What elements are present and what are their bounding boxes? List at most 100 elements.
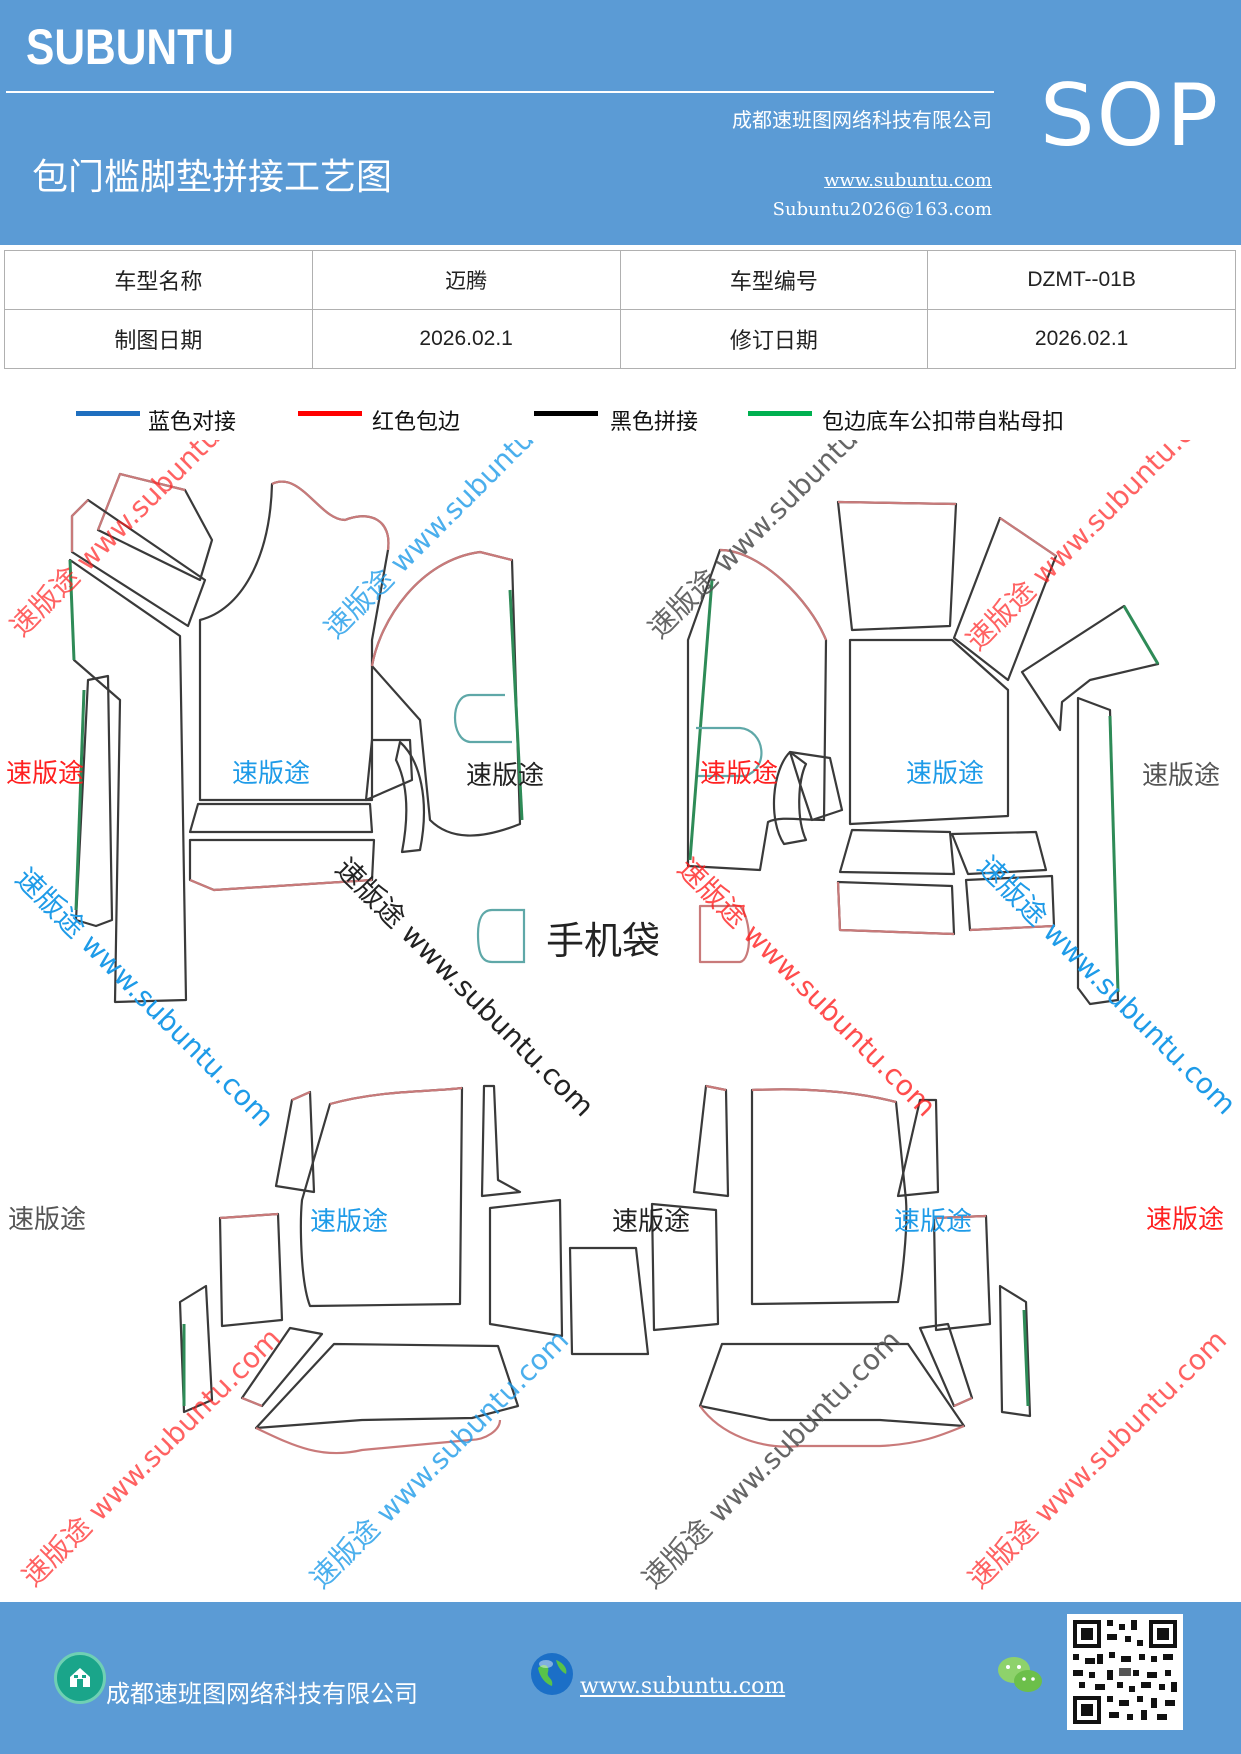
mat-piece xyxy=(848,638,1010,826)
wechat-icon[interactable] xyxy=(996,1654,1044,1698)
footer-company-name: 成都速班图网络科技有限公司 xyxy=(106,1680,418,1708)
sop-label: SOP xyxy=(1040,66,1221,166)
watermark-brand: 速版途 xyxy=(894,1207,972,1237)
mat-piece xyxy=(836,880,956,936)
watermark-brand: 速版途 xyxy=(906,759,984,789)
watermark-brand: 速版途 xyxy=(1146,1205,1224,1235)
mat-piece xyxy=(650,1202,720,1332)
mat-piece xyxy=(698,1342,966,1448)
watermark-brand: 速版途 xyxy=(1142,761,1220,791)
watermark-diagonals: 速版途 www.subuntu.com 速版途 www.subuntu.com … xyxy=(4,440,1241,1595)
phone-pocket-outline xyxy=(696,726,763,778)
legend-swatch xyxy=(534,411,598,416)
mat-piece xyxy=(240,1326,324,1408)
email-address: Subuntu2026@163.com xyxy=(772,199,992,220)
revision-date-value: 2026.02.1 xyxy=(927,309,1236,369)
legend-label: 黑色拼接 xyxy=(610,410,699,435)
model-name-value: 迈腾 xyxy=(311,250,621,310)
house-icon xyxy=(54,1652,106,1704)
info-table: 车型名称 迈腾 车型编号 DZMT--01B 制图日期 2026.02.1 修订… xyxy=(4,250,1236,369)
watermark-brand: 速版途 xyxy=(8,1205,86,1235)
table-row: 车型名称 迈腾 车型编号 DZMT--01B xyxy=(4,250,1236,310)
qr-code xyxy=(1067,1614,1183,1730)
mat-piece xyxy=(836,500,958,632)
table-row: 制图日期 2026.02.1 修订日期 2026.02.1 xyxy=(4,309,1236,369)
model-name-label: 车型名称 xyxy=(4,250,313,310)
watermark-text: 速版途 www.subuntu.com xyxy=(971,850,1241,1122)
brand-logo: SUBUNTU xyxy=(26,19,234,75)
legend-swatch xyxy=(76,411,140,416)
watermark-brand: 速版途 xyxy=(232,759,310,789)
mat-piece xyxy=(998,1284,1032,1418)
watermark-text: 速版途 www.subuntu.com xyxy=(329,852,601,1124)
mat-piece xyxy=(254,1342,520,1455)
legend: 蓝色对接 红色包边 黑色拼接 包边底车公扣带自粘母扣 xyxy=(0,404,1241,444)
company-name: 成都速班图网络科技有限公司 xyxy=(732,108,992,132)
watermark-layer: 速版途 速版途 速版途 速版途 速版途 速版途 速版途 速版途 速版途 速版途 … xyxy=(6,759,1224,1237)
watermark-brand: 速版途 xyxy=(310,1207,388,1237)
legend-label: 包边底车公扣带自粘母扣 xyxy=(822,410,1065,435)
mat-piece xyxy=(178,1284,214,1414)
mat-piece xyxy=(299,1086,464,1308)
footer-website-link[interactable]: www.subuntu.com xyxy=(580,1674,786,1699)
mat-piece xyxy=(692,1084,730,1198)
mat-piece xyxy=(686,548,828,872)
mat-piece xyxy=(218,1212,284,1328)
watermark-text: 速版途 www.subuntu.com xyxy=(671,852,943,1124)
mat-pattern-drawing: 手机袋 速版途 速版途 速版途 速版途 速版途 速版途 速版途 速版途 速版途 … xyxy=(4,440,1241,1595)
header-divider xyxy=(6,91,994,93)
watermark-text: 速版途 www.subuntu.com xyxy=(318,440,590,645)
watermark-text: 速版途 www.subuntu.com xyxy=(16,1321,288,1593)
mat-piece xyxy=(750,1088,908,1306)
header-banner: SUBUNTU 包门槛脚垫拼接工艺图 成都速班图网络科技有限公司 www.sub… xyxy=(0,0,1241,245)
globe-icon xyxy=(531,1653,573,1695)
mat-piece xyxy=(838,828,956,876)
mat-piece xyxy=(932,1214,992,1332)
mat-piece xyxy=(772,750,844,846)
mat-piece xyxy=(188,802,374,834)
mat-piece xyxy=(964,874,1056,932)
revision-date-label: 修订日期 xyxy=(619,309,929,369)
mat-piece xyxy=(198,480,390,802)
mat-piece xyxy=(1020,604,1160,732)
legend-label: 红色包边 xyxy=(372,410,461,435)
mat-piece xyxy=(896,1098,940,1198)
legend-swatch xyxy=(748,411,812,416)
mat-piece xyxy=(74,674,114,928)
mat-piece xyxy=(370,550,524,837)
mat-piece xyxy=(1076,696,1120,1006)
mat-piece xyxy=(364,738,426,854)
mat-piece xyxy=(488,1198,564,1338)
mat-piece xyxy=(952,516,1058,682)
model-code-value: DZMT--01B xyxy=(927,250,1236,310)
mat-piece xyxy=(70,498,207,628)
mat-piece xyxy=(480,1084,522,1198)
footer-banner: 成都速班图网络科技有限公司 www.subuntu.com xyxy=(0,1602,1241,1754)
watermark-brand: 速版途 xyxy=(6,759,84,789)
phone-pocket-label: 手机袋 xyxy=(546,919,660,963)
website-link[interactable]: www.subuntu.com xyxy=(824,170,992,191)
phone-pocket-outline xyxy=(453,693,512,744)
drawing-date-value: 2026.02.1 xyxy=(311,309,621,369)
phone-pocket-outline xyxy=(698,904,750,964)
model-code-label: 车型编号 xyxy=(619,250,929,310)
watermark-text: 速版途 www.subuntu.com xyxy=(9,862,281,1134)
mat-piece xyxy=(950,830,1048,876)
watermark-text: 速版途 www.subuntu.com xyxy=(642,440,914,645)
watermark-brand: 速版途 xyxy=(612,1207,690,1237)
watermark-brand: 速版途 xyxy=(700,759,778,789)
phone-pocket-marker: 手机袋 xyxy=(476,908,660,964)
drawing-date-label: 制图日期 xyxy=(4,309,313,369)
mat-piece xyxy=(68,558,188,1004)
mat-piece xyxy=(274,1090,316,1194)
watermark-text: 速版途 www.subuntu.com xyxy=(304,1323,576,1595)
watermark-brand: 速版途 xyxy=(466,761,544,791)
legend-swatch xyxy=(298,411,362,416)
mat-piece xyxy=(568,1246,650,1356)
page-title: 包门槛脚垫拼接工艺图 xyxy=(32,157,393,198)
mat-piece xyxy=(188,838,376,892)
watermark-text: 速版途 www.subuntu.com xyxy=(962,1323,1234,1595)
mat-piece xyxy=(918,1322,974,1408)
watermark-text: 速版途 www.subuntu.com xyxy=(636,1323,908,1595)
legend-label: 蓝色对接 xyxy=(148,410,237,435)
